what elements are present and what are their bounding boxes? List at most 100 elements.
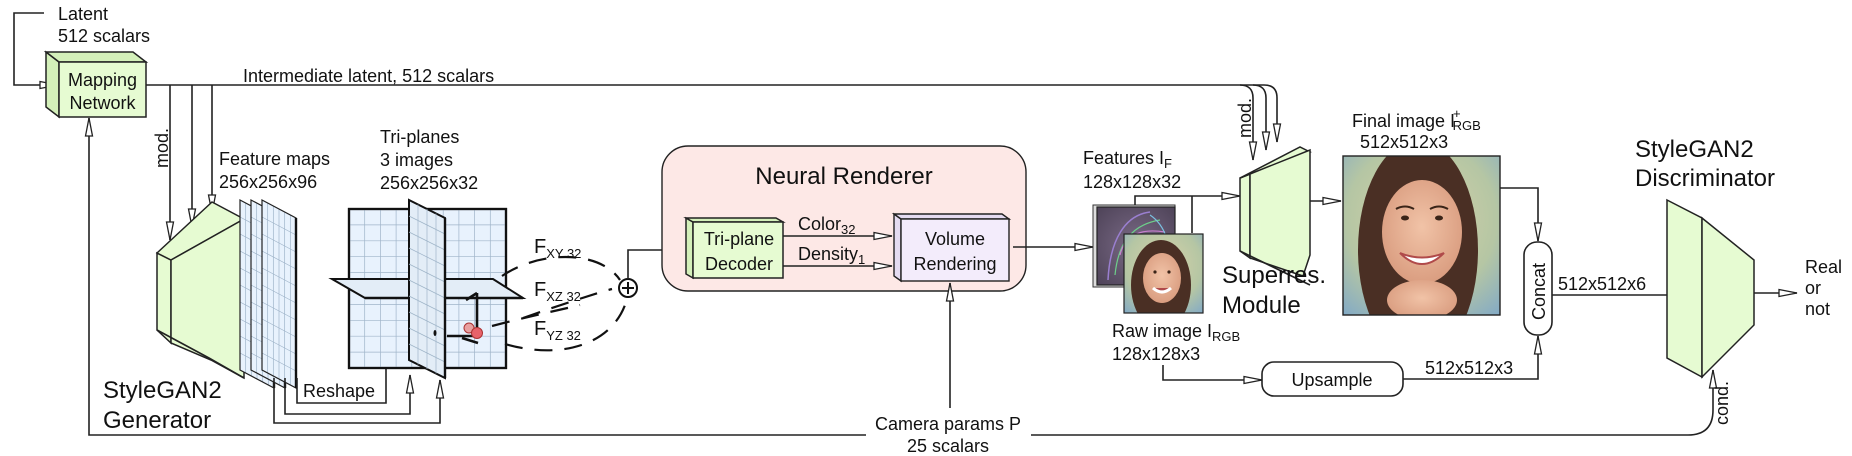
generator-mod-arrows: [165, 85, 217, 241]
latent-input: Latent 512 scalars: [13, 4, 150, 90]
discriminator-label-1: StyleGAN2: [1635, 136, 1754, 163]
superres-label-2: Module: [1222, 292, 1301, 319]
volume-label-2: Rendering: [913, 254, 996, 274]
concat-box: [1523, 241, 1553, 336]
output-label-1: Real: [1805, 257, 1842, 277]
decoder-side: [685, 216, 694, 280]
raw-smile: [1152, 286, 1172, 294]
volume-top: [891, 213, 1012, 220]
projection-xy-tick: [465, 291, 478, 302]
grid-line: [408, 231, 446, 251]
raw-image-size-label: 128x128x3: [1112, 344, 1200, 364]
intermediate-latent-bus: Intermediate latent, 512 scalars mod. mo…: [146, 66, 1282, 168]
latent-size-label: 512 scalars: [58, 26, 150, 46]
f-yz-sub: YZ 32: [546, 328, 581, 343]
final-to-concat-arrow: [1500, 187, 1543, 242]
grid-line: [408, 311, 446, 331]
volume-front: [900, 218, 1010, 282]
final-image-sup: +: [1453, 106, 1461, 121]
concat-label: Concat: [1529, 263, 1549, 320]
volume-rendering-block: Volume Rendering: [891, 212, 1012, 283]
features-sub: F: [1164, 156, 1172, 171]
stylegan2-discriminator-block: [1666, 198, 1755, 379]
raw-image-main: Raw image I: [1112, 321, 1212, 341]
w-to-superres-3: [1253, 84, 1282, 143]
feature-maps-label: Feature maps: [219, 149, 330, 169]
triplanes: [328, 198, 527, 380]
raw-eye-left: [1153, 270, 1157, 274]
raw-image-sub: RGB: [1212, 329, 1240, 344]
volume-label-1: Volume: [925, 229, 985, 249]
camera-params-label: Camera params P: [875, 414, 1021, 434]
triplanes-label: Tri-planes: [380, 127, 459, 147]
grid-line: [408, 215, 446, 235]
raw-eye-right: [1167, 270, 1171, 274]
output-label-3: not: [1805, 299, 1830, 319]
density-sub: 1: [858, 252, 865, 267]
generator-label-2: Generator: [103, 407, 211, 434]
f-xy-label: FXY 32: [534, 236, 581, 261]
raw-to-upsample-arrow: [1162, 365, 1263, 385]
final-brow-right: [1429, 205, 1449, 210]
features-to-superres-arrow: [1134, 191, 1241, 205]
final-image-label: Final image I+RGB: [1352, 106, 1481, 133]
final-brow-left: [1395, 205, 1415, 210]
feature-aggregation: FXY 32 FXZ 32 FYZ 32: [491, 236, 686, 352]
generator-bottom-edge: [156, 329, 245, 379]
features-size-label: 128x128x32: [1083, 172, 1181, 192]
final-image: [1342, 155, 1501, 316]
final-neck: [1387, 280, 1457, 315]
feature-stroke-1: [1107, 211, 1151, 281]
mapping-network-side: [45, 50, 60, 119]
final-eye-right: [1435, 215, 1443, 221]
intermediate-latent-label: Intermediate latent, 512 scalars: [243, 66, 494, 86]
xz-dashed-path-2: [491, 303, 581, 328]
f-xy-sub: XY 32: [546, 246, 581, 261]
triplanes-size-label: 256x256x32: [380, 173, 478, 193]
f-xz-sub: XZ 32: [546, 289, 581, 304]
reshape-label: Reshape: [303, 381, 375, 401]
grid-line: [261, 335, 297, 355]
superres-label-1: Superres.: [1222, 262, 1326, 289]
stylegan2-generator-block: [155, 201, 246, 380]
xz-dashed-path: [522, 287, 613, 320]
neural-renderer-title: Neural Renderer: [755, 163, 932, 190]
mapping-network-label-1: Mapping: [68, 70, 137, 90]
final-image-sub: RGB: [1453, 118, 1481, 133]
grid-line: [261, 318, 297, 338]
final-image-size-label: 512x512x3: [1360, 132, 1448, 152]
mapping-network-block: Mapping Network: [43, 50, 149, 119]
camera-params-bus: cond. Camera params P 25 scalars: [84, 117, 1732, 456]
feature-maps: [239, 199, 298, 389]
grid-line: [261, 233, 297, 253]
decoder-label-1: Tri-plane: [704, 229, 774, 249]
f-yz-main: F: [534, 318, 546, 340]
grid-line: [261, 250, 297, 270]
latent-arrow: [13, 12, 59, 90]
color-label: Color32: [798, 214, 855, 237]
projection-yz-tick: [461, 336, 479, 345]
grid-line: [408, 343, 446, 363]
f-yz-label: FYZ 32: [534, 318, 581, 343]
grid-line: [261, 216, 297, 236]
camera-to-mapping-arrow: [84, 117, 866, 436]
neural-renderer: Neural Renderer Tri-plane Decoder Color3…: [661, 145, 1027, 292]
features-main: Features I: [1083, 148, 1164, 168]
feature-maps-size-label: 256x256x96: [219, 172, 317, 192]
density-main: Density: [798, 244, 858, 264]
grid-line: [261, 267, 297, 287]
generator-side: [156, 251, 172, 345]
concat-size-label: 512x512x6: [1558, 274, 1646, 294]
mod-label-superres: mod.: [1235, 98, 1255, 138]
discriminator-label-2: Discriminator: [1635, 165, 1775, 192]
generator-label-1: StyleGAN2: [103, 377, 222, 404]
feature-map-plane: [261, 199, 298, 389]
superres-bottom-edge: [1239, 250, 1311, 286]
grid-line: [408, 327, 446, 347]
triplane-yz-point: [433, 330, 437, 336]
grid-line: [408, 247, 446, 267]
decoder-front: [692, 221, 784, 279]
xy-dashed-path: [501, 255, 621, 281]
camera-params-size-label: 25 scalars: [907, 436, 989, 456]
camera-to-discriminator-arrow: [1031, 369, 1718, 436]
